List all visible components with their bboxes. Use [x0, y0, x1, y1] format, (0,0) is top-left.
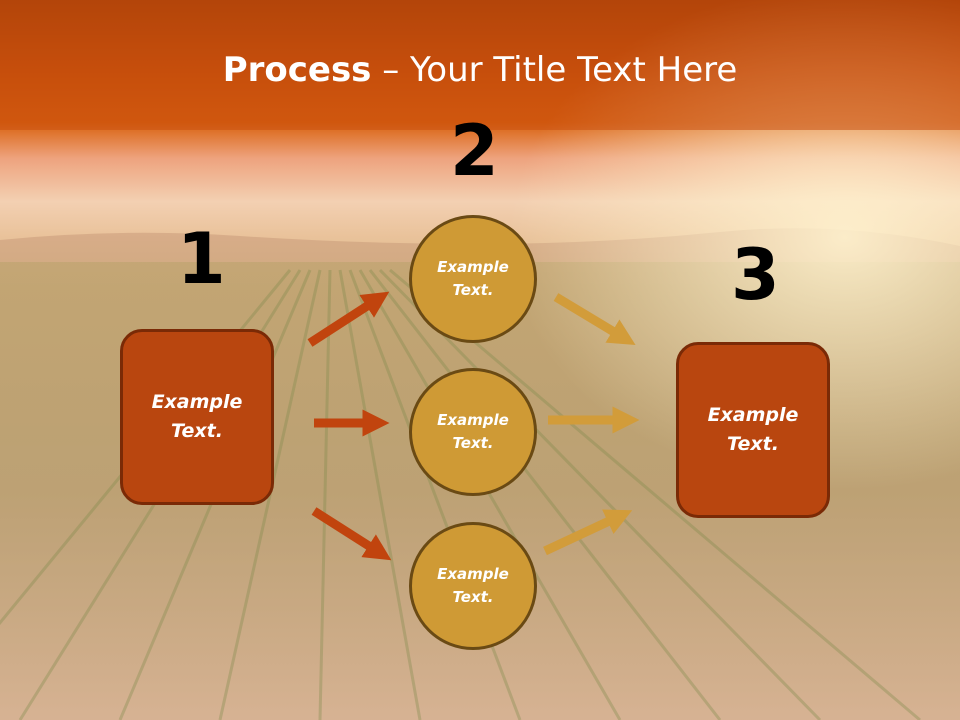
- arrow-right-upper: [553, 293, 636, 345]
- circle-bottom: Example Text.: [409, 522, 537, 650]
- circle-middle-text: Example Text.: [437, 411, 509, 452]
- arrow-left-upper: [307, 291, 390, 347]
- arrow-right-lower: [543, 509, 633, 556]
- left-box-text: Example Text.: [151, 391, 243, 442]
- circle-top-text: Example Text.: [437, 258, 509, 299]
- step-number-1: 1: [177, 218, 226, 300]
- circle-top: Example Text.: [409, 215, 537, 343]
- right-box-text: Example Text.: [707, 404, 799, 455]
- circle-bottom-text: Example Text.: [437, 565, 509, 606]
- slide-title: Process – Your Title Text Here: [0, 50, 960, 90]
- left-box: Example Text.: [120, 329, 274, 505]
- circle-middle: Example Text.: [409, 368, 537, 496]
- step-number-3: 3: [731, 234, 780, 316]
- step-number-2: 2: [450, 110, 499, 192]
- arrow-left-lower: [311, 507, 392, 561]
- right-box: Example Text.: [676, 342, 830, 518]
- title-rest: – Your Title Text Here: [371, 50, 738, 90]
- title-bold: Process: [222, 50, 372, 90]
